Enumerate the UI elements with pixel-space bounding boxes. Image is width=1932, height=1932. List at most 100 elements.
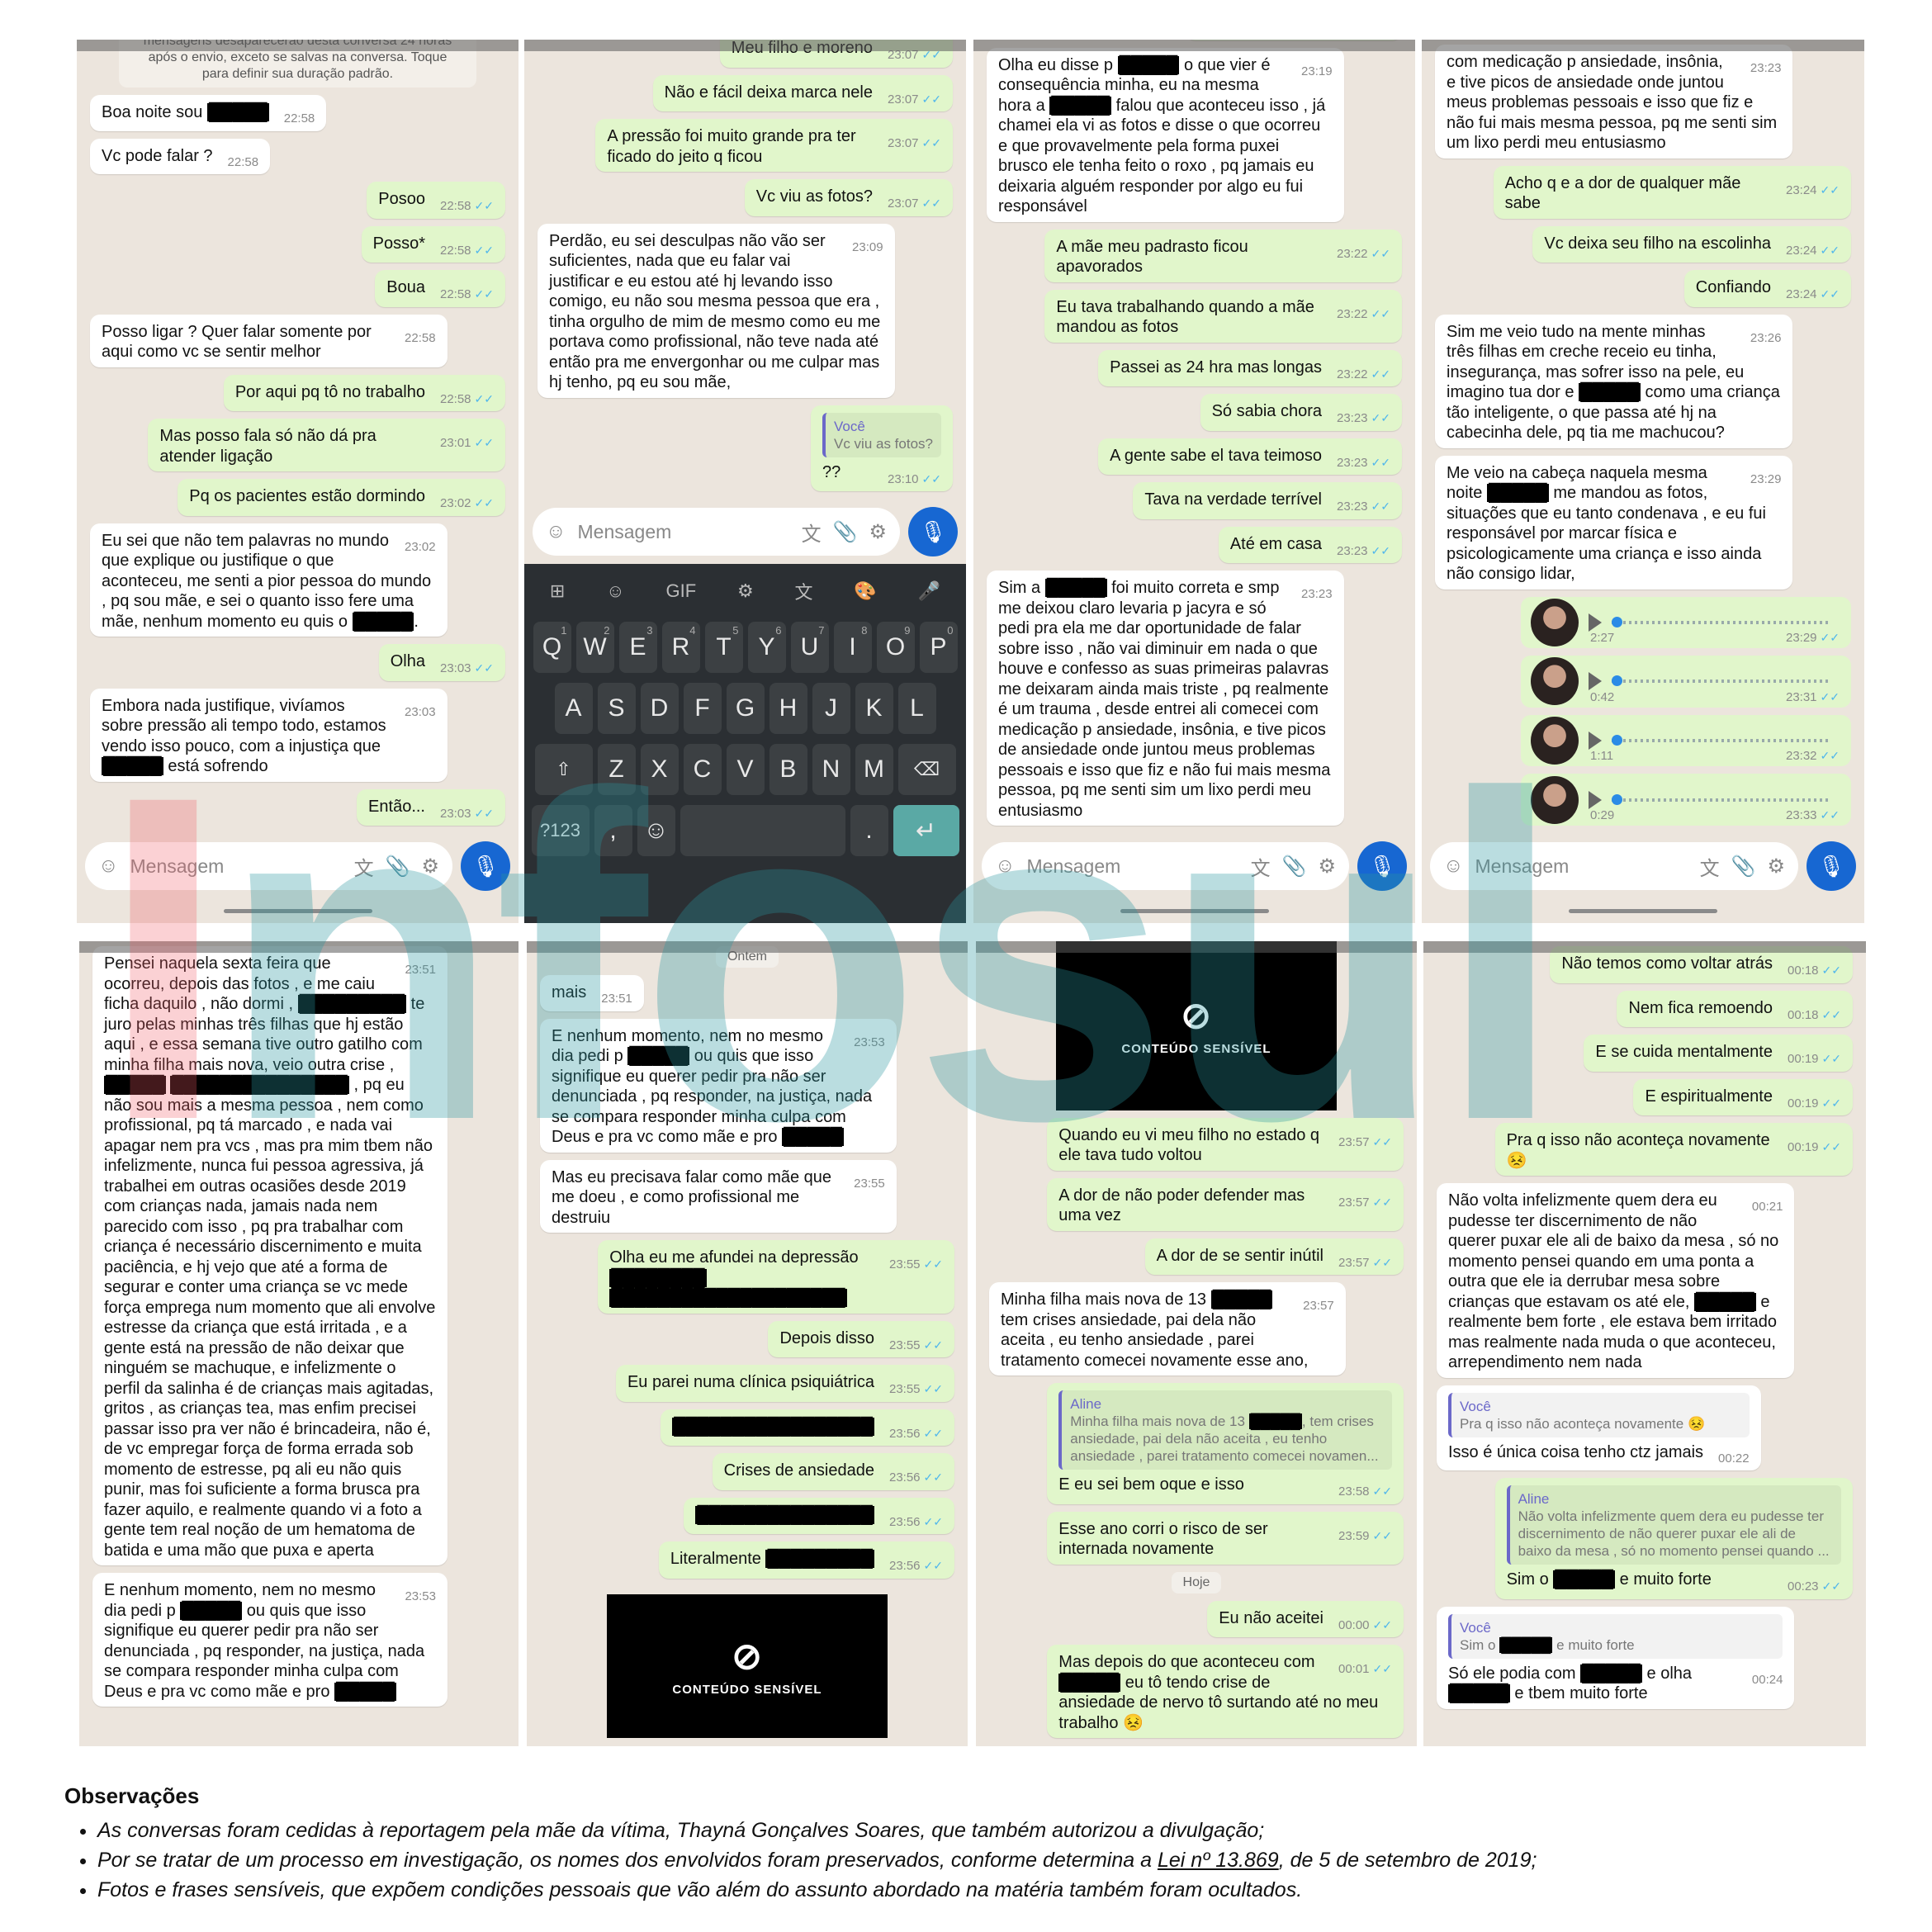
key-c[interactable]: C: [683, 744, 722, 795]
message-text: Minha filha mais nova de 13 █████, tem c…: [1070, 1413, 1379, 1464]
voice-input-icon[interactable]: 🎤: [917, 580, 941, 601]
apps-icon[interactable]: ⊞: [549, 580, 566, 601]
enter-key[interactable]: ↵: [893, 805, 959, 856]
key-k[interactable]: K: [855, 683, 893, 734]
attach-icon[interactable]: 📎: [832, 520, 858, 543]
camera-icon[interactable]: ⚙: [421, 855, 439, 878]
mic-button[interactable]: 🎙: [1807, 841, 1856, 891]
settings-icon[interactable]: ⚙: [736, 580, 754, 601]
attach-icon[interactable]: 📎: [385, 855, 410, 878]
redaction-box: ████████████████████: [609, 1289, 847, 1307]
emoji-key[interactable]: ☺: [637, 805, 675, 856]
waveform[interactable]: [1612, 616, 1830, 627]
law-link[interactable]: Lei nº 13.869: [1157, 1849, 1279, 1872]
disappearing-messages-notice[interactable]: temporárias em novas conversas. Todas as…: [119, 40, 476, 88]
time-text: 23:01: [439, 436, 471, 450]
emoji-icon[interactable]: ☺: [546, 520, 566, 542]
comma-key[interactable]: ,: [594, 805, 632, 856]
message-time: 23:07✓✓: [888, 45, 941, 66]
backspace-key[interactable]: ⌫: [897, 744, 956, 795]
waveform[interactable]: [1612, 675, 1830, 687]
camera-icon[interactable]: ⚙: [1767, 855, 1785, 878]
play-icon[interactable]: [1589, 613, 1602, 632]
translate-icon[interactable]: 文: [1250, 857, 1271, 880]
key-x[interactable]: X: [640, 744, 679, 795]
translate-icon[interactable]: 文: [1699, 857, 1720, 880]
waveform[interactable]: [1612, 793, 1830, 805]
key-j[interactable]: J: [812, 683, 850, 734]
message-time: 23:19: [1301, 62, 1333, 83]
sticker-icon[interactable]: ☺: [606, 580, 625, 601]
play-icon[interactable]: [1589, 732, 1602, 751]
time-text: 23:31: [1785, 689, 1817, 704]
translate-icon[interactable]: 文: [794, 582, 813, 603]
symbols-key[interactable]: ?123: [531, 805, 590, 856]
attach-icon[interactable]: 📎: [1731, 855, 1756, 878]
attach-icon[interactable]: 📎: [1281, 855, 1307, 878]
key-b[interactable]: B: [769, 744, 807, 795]
play-icon[interactable]: [1589, 790, 1602, 809]
waveform[interactable]: [1612, 735, 1830, 746]
message-text: Esse ano corri o risco de ser internada …: [1058, 1519, 1268, 1559]
key-l[interactable]: L: [897, 683, 936, 734]
sensitive-content-image[interactable]: ⊘CONTEÚDO SENSÍVEL: [1056, 941, 1337, 1110]
translate-icon[interactable]: 文: [353, 857, 374, 880]
gif-button[interactable]: GIF: [665, 580, 697, 601]
sensitive-content-image[interactable]: ⊘CONTEÚDO SENSÍVEL: [607, 1593, 888, 1738]
translate-icon[interactable]: 文: [801, 523, 822, 546]
time-text: 00:18: [1787, 1007, 1819, 1022]
key-f[interactable]: F: [683, 683, 722, 734]
key-v[interactable]: V: [726, 744, 765, 795]
space-key[interactable]: [680, 805, 845, 856]
key-g[interactable]: G: [726, 683, 765, 734]
emoji-icon[interactable]: ☺: [995, 855, 1016, 877]
message-time: 23:03: [405, 703, 436, 723]
time-text: 23:07: [887, 136, 919, 150]
shift-key[interactable]: ⇧: [534, 744, 593, 795]
mic-button[interactable]: 🎙: [461, 841, 510, 891]
key-h[interactable]: H: [769, 683, 807, 734]
emoji-icon[interactable]: ☺: [98, 855, 119, 877]
emoji-icon[interactable]: ☺: [1443, 855, 1464, 877]
key-m[interactable]: M: [855, 744, 893, 795]
mic-button[interactable]: 🎙: [908, 507, 958, 556]
camera-icon[interactable]: ⚙: [1318, 855, 1336, 878]
key-z[interactable]: Z: [597, 744, 636, 795]
avatar: [1531, 717, 1579, 765]
camera-icon[interactable]: ⚙: [869, 520, 887, 543]
key-a[interactable]: A: [554, 683, 593, 734]
play-icon[interactable]: [1589, 672, 1602, 691]
key-d[interactable]: D: [640, 683, 679, 734]
theme-icon[interactable]: 🎨: [854, 580, 877, 601]
key-n[interactable]: N: [812, 744, 850, 795]
mic-button[interactable]: 🎙: [1357, 841, 1407, 891]
period-key[interactable]: .: [850, 805, 888, 856]
read-ticks-icon: ✓✓: [923, 1382, 943, 1395]
key-s[interactable]: S: [597, 683, 636, 734]
